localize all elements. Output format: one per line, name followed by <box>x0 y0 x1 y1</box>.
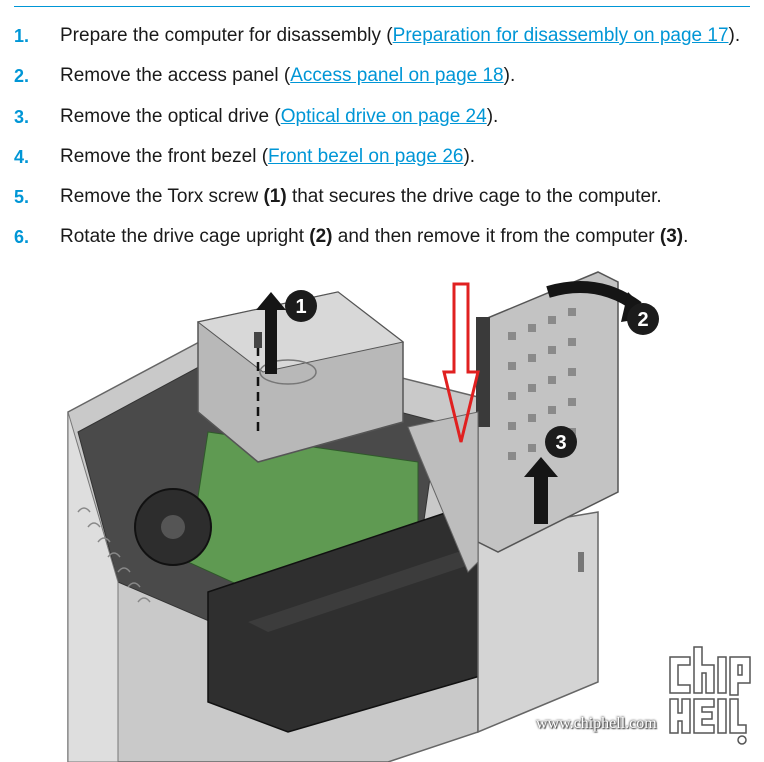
watermark-url: www.chiphell.com <box>536 715 657 732</box>
callout-1: 1 <box>285 290 317 322</box>
up-arrow-3 <box>524 457 558 524</box>
step-text: Remove the front bezel (Front bezel on p… <box>60 143 475 171</box>
access-panel-link[interactable]: Access panel on page 18 <box>290 65 504 86</box>
step-text: Rotate the drive cage upright (2) and th… <box>60 223 688 251</box>
front-bezel-link[interactable]: Front bezel on page 26 <box>268 146 464 167</box>
step-text-after: ). <box>463 146 476 167</box>
step-text-before: Remove the front bezel ( <box>60 146 269 167</box>
power-supply-ridge <box>248 552 478 632</box>
step-text-after: that secures the drive cage to the compu… <box>286 186 662 207</box>
step-text-after: ). <box>503 65 516 86</box>
step-3: 3. Remove the optical drive (Optical dri… <box>0 103 764 131</box>
callout-2-number: 2 <box>637 309 648 331</box>
step-text-after: ). <box>486 106 499 127</box>
step-text: Remove the Torx screw (1) that secures t… <box>60 183 662 211</box>
cpu-fan-hub <box>161 515 185 539</box>
step-5: 5. Remove the Torx screw (1) that secure… <box>0 183 764 211</box>
drive-bay-hole <box>259 359 317 385</box>
step-text-before: Remove the access panel ( <box>60 65 291 86</box>
step-number: 6. <box>14 227 30 247</box>
step-text-before: Prepare the computer for disassembly ( <box>60 25 393 46</box>
callout-3: 3 <box>545 426 577 458</box>
section-rule <box>14 0 750 7</box>
step-number: 3. <box>14 107 30 127</box>
callout-ref-3: (3) <box>659 226 684 247</box>
step-number: 1. <box>14 26 30 46</box>
step-4: 4. Remove the front bezel (Front bezel o… <box>0 143 764 171</box>
step-number: 2. <box>14 66 30 86</box>
step-text-before: Remove the optical drive ( <box>60 106 281 127</box>
step-text-after: ). <box>728 25 741 46</box>
callout-ref-2: (2) <box>309 226 333 247</box>
step-number: 5. <box>14 187 30 207</box>
step-number: 4. <box>14 147 30 167</box>
chassis-side-wall <box>67 411 119 762</box>
callout-2: 2 <box>627 303 659 335</box>
chiphell-logo <box>669 646 751 745</box>
drive-cage-removal-illustration: 1 2 3 <box>67 271 751 762</box>
preparation-link[interactable]: Preparation for disassembly on page 17 <box>392 25 729 46</box>
torx-screw <box>254 332 262 348</box>
up-arrow-1 <box>256 292 286 374</box>
front-port <box>578 552 584 572</box>
drive-cage-hinge <box>476 317 490 427</box>
step-text-before: Remove the Torx screw <box>60 186 264 207</box>
callout-ref-1: (1) <box>263 186 287 207</box>
callout-3-number: 3 <box>555 432 566 454</box>
red-annotation-arrow <box>442 282 480 443</box>
step-6: 6. Rotate the drive cage upright (2) and… <box>0 223 764 251</box>
step-2: 2. Remove the access panel (Access panel… <box>0 62 764 90</box>
step-text-middle: and then remove it from the computer <box>332 226 660 247</box>
step-text: Remove the optical drive (Optical drive … <box>60 103 498 131</box>
step-text: Prepare the computer for disassembly (Pr… <box>60 22 740 50</box>
optical-drive-link[interactable]: Optical drive on page 24 <box>280 106 487 127</box>
step-1: 1. Prepare the computer for disassembly … <box>0 22 764 50</box>
callout-1-number: 1 <box>295 296 306 318</box>
step-text: Remove the access panel (Access panel on… <box>60 62 515 90</box>
step-text-before: Rotate the drive cage upright <box>60 226 310 247</box>
step-text-after: . <box>683 226 689 247</box>
